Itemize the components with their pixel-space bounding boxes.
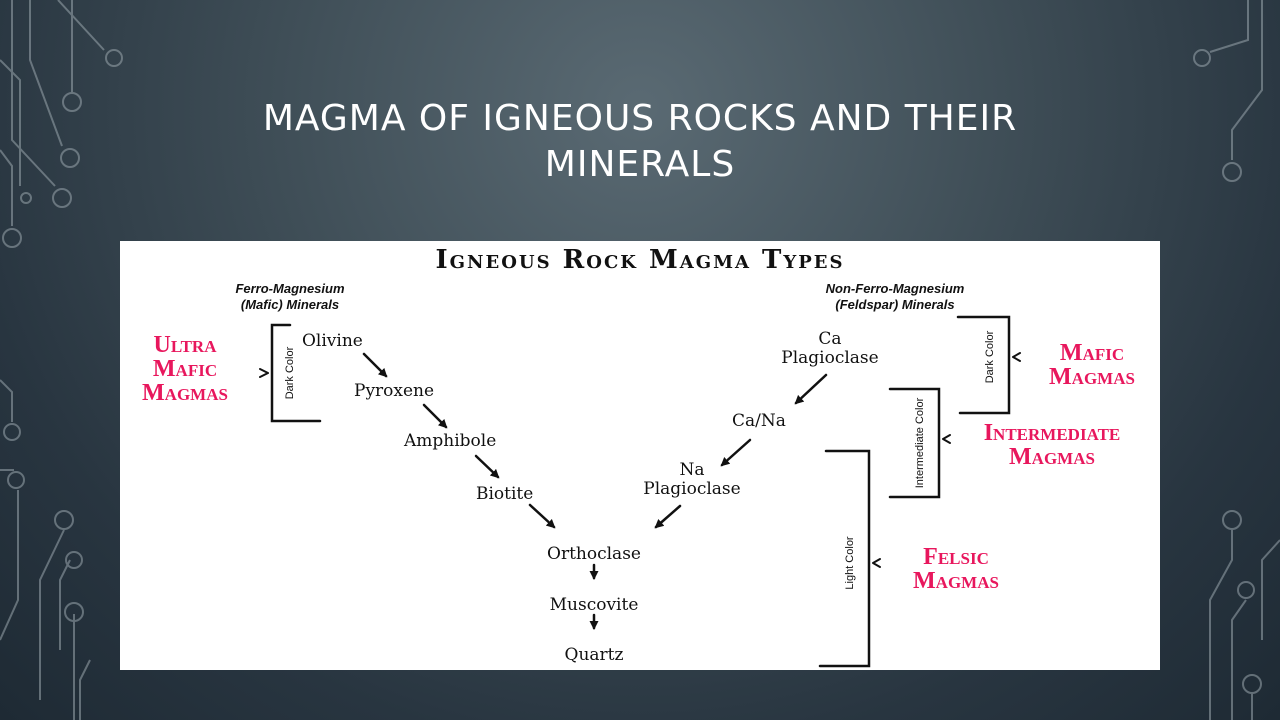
ultramafic-line-3: Magmas <box>142 380 228 406</box>
na-plagioclase-line-1: Na <box>679 460 705 480</box>
na-plagioclase-line-2: Plagioclase <box>643 479 741 499</box>
light-color-label: Light Color <box>844 536 856 590</box>
mafic-line-1: Mafic <box>1059 340 1125 366</box>
mineral-muscovite: Muscovite <box>549 595 639 615</box>
right-group-line-1: Non-Ferro-Magnesium <box>825 281 965 296</box>
ca-plagioclase-line-2: Plagioclase <box>781 348 879 368</box>
left-group-line-1: Ferro-Magnesium <box>235 281 345 296</box>
diagram-lines <box>259 315 1021 668</box>
left-group-line-2: (Mafic) Minerals <box>240 297 340 312</box>
intermediate-magmas-label: Intermediate Magmas <box>952 421 1152 469</box>
mineral-olivine: Olivine <box>302 331 363 351</box>
ultramafic-magmas-label: Ultra Mafic Magmas <box>120 333 250 405</box>
felsic-line-1: Felsic <box>923 544 989 570</box>
mineral-biotite: Biotite <box>476 484 534 504</box>
mineral-orthoclase: Orthoclase <box>547 544 641 564</box>
ultramafic-line-1: Ultra <box>153 332 217 358</box>
ultramafic-line-2: Mafic <box>152 356 218 382</box>
felsic-magmas-label: Felsic Magmas <box>886 545 1026 593</box>
dark-color-label-left: Dark Color <box>284 346 296 400</box>
mafic-line-2: Magmas <box>1049 364 1135 390</box>
dark-color-label-right: Dark Color <box>984 330 996 384</box>
mineral-na-plagioclase: Na Plagioclase <box>622 461 762 499</box>
mineral-quartz: Quartz <box>564 645 624 665</box>
felsic-line-2: Magmas <box>913 568 999 594</box>
magma-types-diagram: Igneous Rock Magma Types Ferro-Magnesium… <box>120 241 1160 670</box>
mafic-magmas-label: Mafic Magmas <box>1024 341 1160 389</box>
left-group-heading: Ferro-Magnesium (Mafic) Minerals <box>190 281 390 313</box>
intermediate-line-1: Intermediate <box>983 420 1121 446</box>
ca-plagioclase-line-1: Ca <box>818 329 842 349</box>
right-group-heading: Non-Ferro-Magnesium (Feldspar) Minerals <box>770 281 1020 313</box>
diagram-title: Igneous Rock Magma Types <box>435 245 845 275</box>
right-group-line-2: (Feldspar) Minerals <box>835 297 955 312</box>
intermediate-color-label: Intermediate Color <box>914 397 926 489</box>
mineral-amphibole: Amphibole <box>404 431 497 451</box>
slide-title: MAGMA OF IGNEOUS ROCKS AND THEIR MINERAL… <box>262 98 1018 185</box>
mineral-ca-plagioclase: Ca Plagioclase <box>760 330 900 368</box>
intermediate-line-2: Magmas <box>1009 444 1095 470</box>
mineral-pyroxene: Pyroxene <box>354 381 435 401</box>
mineral-ca-na: Ca/Na <box>732 411 786 431</box>
